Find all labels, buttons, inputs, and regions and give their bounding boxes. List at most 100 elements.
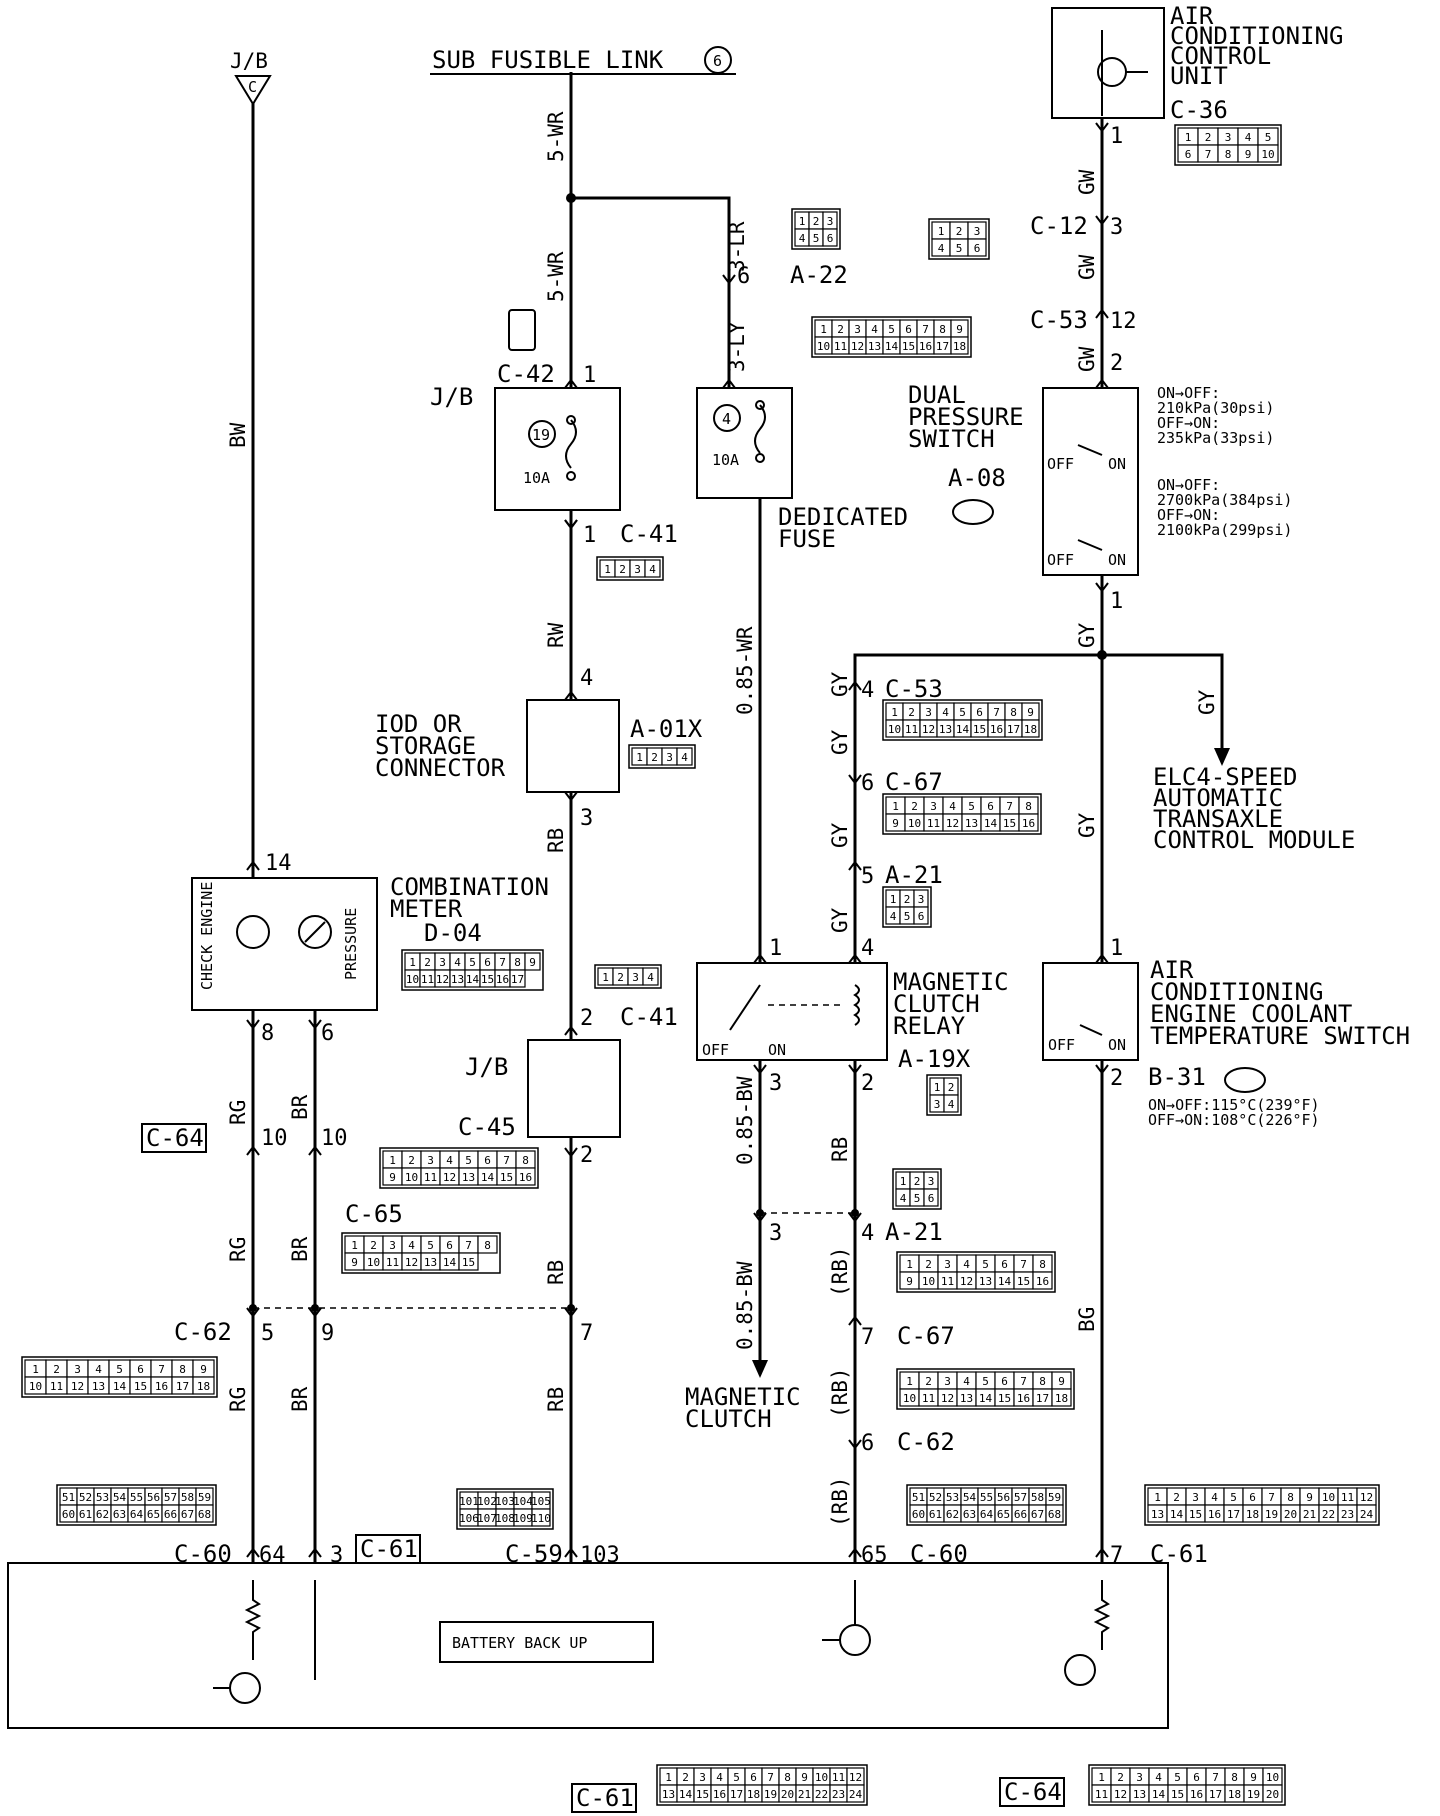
pin-label: 3 (925, 706, 932, 719)
pin-label: 5 (1174, 1771, 1181, 1784)
pin-label: 22 (1322, 1508, 1335, 1521)
pin-label: 64 (980, 1508, 994, 1521)
pin-label: 3 (699, 1771, 706, 1784)
pin-label: 7 (1212, 1771, 1219, 1784)
svg-text:10A: 10A (712, 451, 739, 469)
pin-label: 51 (912, 1491, 925, 1504)
pin-label: 10 (908, 817, 921, 830)
pin-label: 7 (1006, 800, 1013, 813)
pin-label: 15 (134, 1380, 147, 1393)
pin-cell (1032, 1271, 1053, 1290)
pin-label: 16 (919, 340, 932, 353)
svg-text:C-61: C-61 (360, 1535, 418, 1563)
pin-label: 16 (1190, 1788, 1203, 1801)
dual-pressure-switch: OFF ON OFF ON DUAL PRESSURE SWITCH A-08 … (908, 381, 1292, 576)
pin-label: 13 (939, 723, 952, 736)
pin-label: 2 (424, 956, 431, 969)
svg-text:C-41: C-41 (620, 1003, 678, 1031)
pin-label: 19 (764, 1788, 777, 1801)
ac-coolant-temp-switch: OFF ON AIR CONDITIONING ENGINE COOLANT T… (1042, 956, 1410, 1129)
svg-text:3: 3 (580, 806, 593, 831)
pin-label: 13 (1133, 1788, 1146, 1801)
wire-3lr (571, 196, 731, 388)
top-labels: J/B C SUB FUSIBLE LINK 6 (230, 46, 736, 106)
junction-dot (249, 1304, 257, 1312)
svg-text:CLUTCH: CLUTCH (893, 990, 980, 1018)
connector-marks (246, 122, 1109, 1558)
svg-text:1: 1 (583, 363, 596, 388)
pin-label: 10 (922, 1275, 935, 1288)
svg-text:C-12: C-12 (1030, 212, 1088, 240)
svg-text:3: 3 (330, 1543, 343, 1568)
svg-text:OFF→ON:: OFF→ON: (1157, 506, 1220, 524)
svg-text:BG: BG (1075, 1307, 1099, 1332)
pin-label: 2 (651, 751, 658, 764)
pin-label: 66 (1014, 1508, 1027, 1521)
pin-cell (923, 1188, 939, 1207)
pin-label: 7 (499, 956, 506, 969)
pin-label: 16 (1022, 817, 1035, 830)
pin-cell (1021, 719, 1040, 738)
pin-label: 7 (1020, 1258, 1027, 1271)
pin-label: 3 (827, 215, 834, 228)
pin-label: 17 (1227, 1508, 1240, 1521)
pin-label: 9 (1250, 1771, 1257, 1784)
pin-label: 8 (1039, 1258, 1046, 1271)
pin-label: 24 (849, 1788, 863, 1801)
pin-label: 5 (914, 1192, 921, 1205)
pin-label: 2 (925, 1258, 932, 1271)
ecu-box: BATTERY BACK UP (7, 1562, 1169, 1729)
svg-text:MAGNETIC: MAGNETIC (685, 1383, 801, 1411)
svg-text:GW: GW (1075, 254, 1099, 280)
svg-text:CONDITIONING: CONDITIONING (1170, 22, 1343, 50)
pin-label: 12 (922, 723, 935, 736)
pin-label: 16 (1208, 1508, 1221, 1521)
svg-text:2: 2 (1110, 351, 1123, 376)
svg-text:A-08: A-08 (948, 464, 1006, 492)
svg-text:GW: GW (1075, 346, 1099, 372)
pin-label: 57 (1014, 1491, 1027, 1504)
pin-label: 1 (938, 225, 945, 238)
svg-text:BW: BW (226, 422, 250, 448)
pin-label: 14 (885, 340, 899, 353)
svg-text:3: 3 (1110, 215, 1123, 240)
pin-label: 12 (71, 1380, 84, 1393)
pin-label: 3 (634, 563, 641, 576)
pin-label: 9 (1058, 1375, 1065, 1388)
svg-text:BR: BR (288, 1386, 312, 1412)
pin-cell (913, 906, 929, 925)
svg-text:C-61: C-61 (1150, 1540, 1208, 1568)
pin-label: 2 (813, 215, 820, 228)
pin-label: 3 (930, 800, 937, 813)
pin-label: 14 (979, 1392, 993, 1405)
svg-text:3: 3 (769, 1071, 782, 1096)
pin-cell (967, 238, 987, 257)
pin-label: 1 (906, 1375, 913, 1388)
pin-label: 9 (892, 817, 899, 830)
svg-text:64: 64 (259, 1543, 286, 1568)
pin-label: 4 (890, 910, 897, 923)
pin-cell (477, 1235, 498, 1254)
pin-label: 6 (928, 1192, 935, 1205)
pin-label: 60 (62, 1508, 75, 1521)
svg-text:65: 65 (861, 1543, 888, 1568)
svg-text:A-21: A-21 (885, 861, 943, 889)
pin-label: 2 (956, 225, 963, 238)
pin-label: 6 (137, 1363, 144, 1376)
svg-text:(RB): (RB) (828, 1367, 852, 1418)
svg-text:GY: GY (1195, 689, 1219, 715)
arrow-elc (1214, 748, 1230, 766)
pin-label: 3 (918, 893, 925, 906)
pin-label: 2 (53, 1363, 60, 1376)
pin-cell (846, 1784, 865, 1803)
pin-label: 5 (956, 242, 963, 255)
svg-text:4: 4 (861, 936, 874, 961)
pin-label: 55 (980, 1491, 993, 1504)
